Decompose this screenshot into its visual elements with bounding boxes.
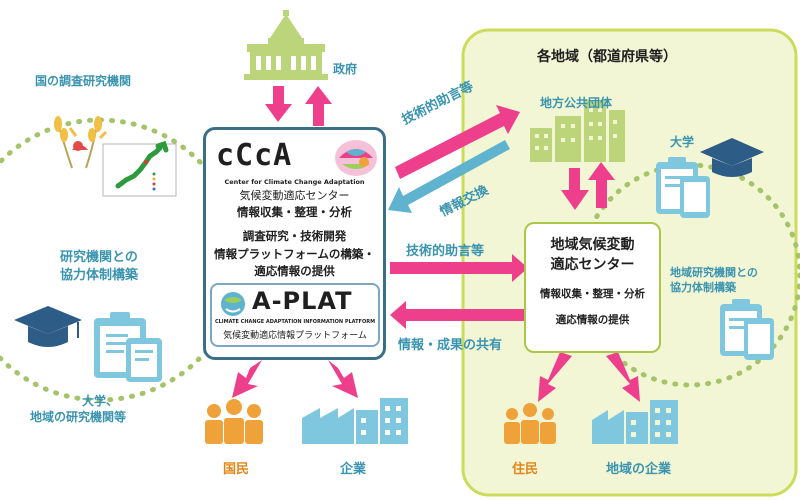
ccca-logo: cCcA bbox=[216, 138, 377, 178]
aplat-globe-icon bbox=[221, 292, 245, 316]
aplat-sub-en: CLIMATE CHANGE ADAPTATION INFORMATION PL… bbox=[214, 319, 376, 325]
regional-center-box: 地域気候変動 適応センター 情報収集・整理・分析 適応情報の提供 bbox=[524, 222, 661, 353]
aplat-sub-ja: 気候変動適応情報プラットフォーム bbox=[223, 331, 367, 341]
label-universities-1: 大学、 bbox=[82, 394, 119, 408]
arrow-to-residents bbox=[538, 352, 572, 402]
regional-line2: 適応情報の提供 bbox=[555, 314, 630, 326]
arrow-to-regional-companies bbox=[606, 352, 640, 402]
label-universities-2: 地域の研究機関等 bbox=[30, 410, 127, 424]
wheat-icon bbox=[54, 116, 108, 169]
clipboard-icon bbox=[94, 312, 162, 382]
factory-icon bbox=[302, 398, 408, 444]
clipboard-icon-right-upper bbox=[656, 157, 710, 218]
label-regions-title: 各地域（都道府県等） bbox=[537, 49, 677, 65]
graduation-cap-icon bbox=[14, 306, 82, 347]
ccca-line4: 適応情報の提供 bbox=[254, 264, 335, 278]
label-government: 政府 bbox=[333, 62, 358, 76]
clipboard-icon-right-lower bbox=[720, 299, 774, 360]
japan-map-icon bbox=[102, 140, 177, 197]
people-icon-residents bbox=[504, 403, 556, 444]
ccca-sub-en: Center for Climate Change Adaptation bbox=[224, 178, 365, 186]
ccca-line1: 情報収集・整理・分析 bbox=[237, 205, 352, 219]
ccca-line2: 調査研究・技術開発 bbox=[242, 229, 347, 243]
aplat-box: A-PLAT CLIMATE CHANGE ADAPTATION INFORMA… bbox=[210, 283, 380, 347]
graduation-cap-icon-right bbox=[700, 138, 764, 177]
label-info-sharing: 情報・成果の共有 bbox=[398, 338, 503, 353]
arrow-to-citizens bbox=[232, 360, 262, 398]
ccca-logo-text: cCcA bbox=[216, 138, 293, 173]
regional-line1: 情報収集・整理・分析 bbox=[540, 288, 645, 300]
arrow-to-government bbox=[305, 86, 332, 126]
label-companies: 企業 bbox=[340, 462, 367, 477]
regional-title-1: 地域気候変動 bbox=[550, 237, 635, 253]
ccca-logo-mark bbox=[335, 140, 377, 176]
label-national-institutes: 国の調査研究機関 bbox=[35, 74, 132, 88]
label-regional-companies: 地域の企業 bbox=[606, 462, 672, 477]
arrow-from-government bbox=[265, 86, 292, 122]
label-regional-cooperation-2: 協力体制構築 bbox=[670, 281, 736, 294]
people-icon bbox=[205, 399, 263, 444]
label-tech-advice-mid: 技術的助言等 bbox=[406, 244, 485, 259]
regional-title-2: 適応センター bbox=[550, 257, 635, 273]
arrow-tech-advice-top bbox=[395, 105, 520, 179]
label-research-cooperation-2: 協力体制構築 bbox=[60, 268, 139, 283]
label-residents: 住民 bbox=[512, 462, 539, 477]
ccca-name-ja: 気候変動適応センター bbox=[239, 189, 350, 202]
label-local-government: 地方公共団体 bbox=[540, 96, 613, 110]
arrow-info-sharing bbox=[390, 301, 524, 329]
arrow-to-companies bbox=[328, 360, 358, 398]
arrow-info-exchange bbox=[388, 140, 510, 213]
arrow-tech-advice-mid bbox=[390, 254, 528, 282]
label-regional-cooperation-1: 地域研究機関との bbox=[670, 266, 758, 279]
ccca-line3: 情報プラットフォームの構築・ bbox=[214, 247, 375, 261]
aplat-logo-text: A-PLAT bbox=[252, 287, 353, 315]
arrow-to-regional-center bbox=[561, 168, 589, 210]
label-research-cooperation-1: 研究機関との bbox=[60, 250, 138, 265]
arrow-to-local-government bbox=[588, 162, 615, 208]
label-university-right: 大学 bbox=[670, 135, 695, 149]
label-citizens: 国民 bbox=[223, 462, 250, 477]
